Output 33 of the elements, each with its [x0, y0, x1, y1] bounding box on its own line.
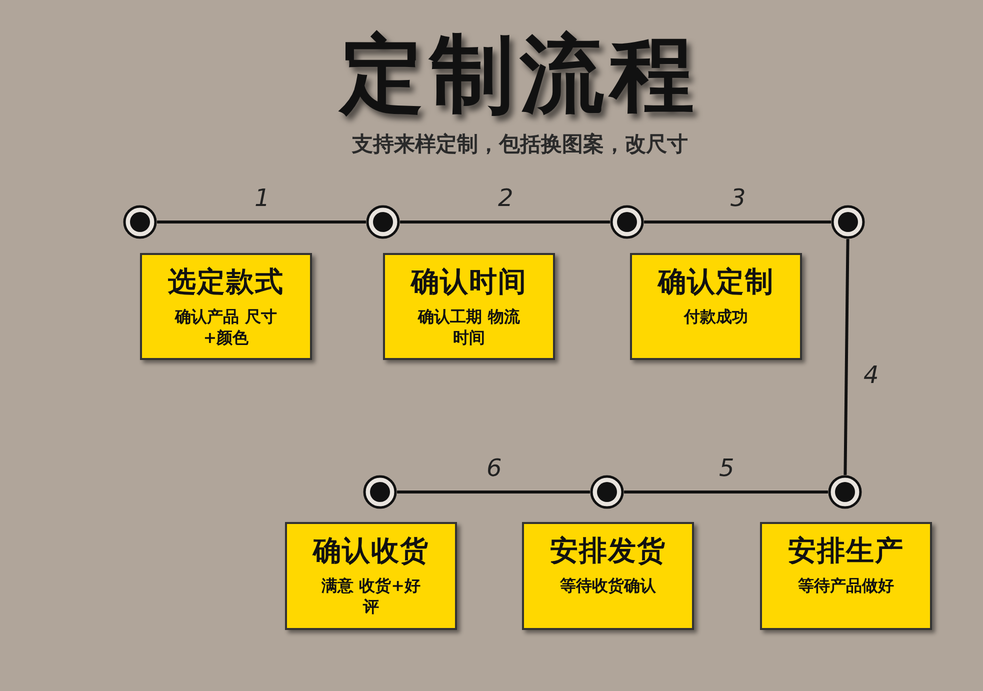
step-description: 确认产品 尺寸+颜色: [174, 307, 278, 349]
circle-marker: [363, 475, 397, 509]
step-card: [140, 253, 312, 360]
step-card: [285, 522, 457, 630]
circle-marker: [590, 475, 624, 509]
step-description: 确认工期 物流时间: [416, 307, 521, 349]
caption: 支持来样定制，包括换图案，改尺寸: [350, 131, 689, 158]
connector-line: [400, 220, 610, 224]
step-title: 确认定制: [658, 264, 774, 300]
step-card: [383, 253, 555, 360]
circle-marker: [828, 475, 862, 509]
connector-line: [624, 490, 828, 494]
title: 定制流程: [337, 24, 701, 125]
connector-line: [397, 490, 590, 494]
step-card: [522, 522, 694, 630]
circle-marker: [610, 205, 644, 239]
step-title: 确认收货: [313, 533, 429, 569]
circle-marker: [831, 205, 865, 239]
step-card: [760, 522, 932, 630]
step-title: 确认时间: [411, 264, 527, 300]
circle-marker: [366, 205, 400, 239]
connector-line: [157, 220, 366, 224]
step-title: 安排发货: [550, 533, 666, 569]
step-description: 等待收货确认: [559, 576, 657, 597]
step-title: 选定款式: [168, 264, 284, 300]
step-description: 付款成功: [682, 307, 749, 328]
step-description: 满意 收货+好评: [320, 576, 422, 618]
step-card: [630, 253, 802, 360]
circle-marker: [123, 205, 157, 239]
step-description: 等待产品做好: [797, 576, 895, 597]
connector-line: [644, 220, 831, 224]
connector-line: [844, 238, 850, 476]
step-title: 安排生产: [788, 533, 904, 569]
